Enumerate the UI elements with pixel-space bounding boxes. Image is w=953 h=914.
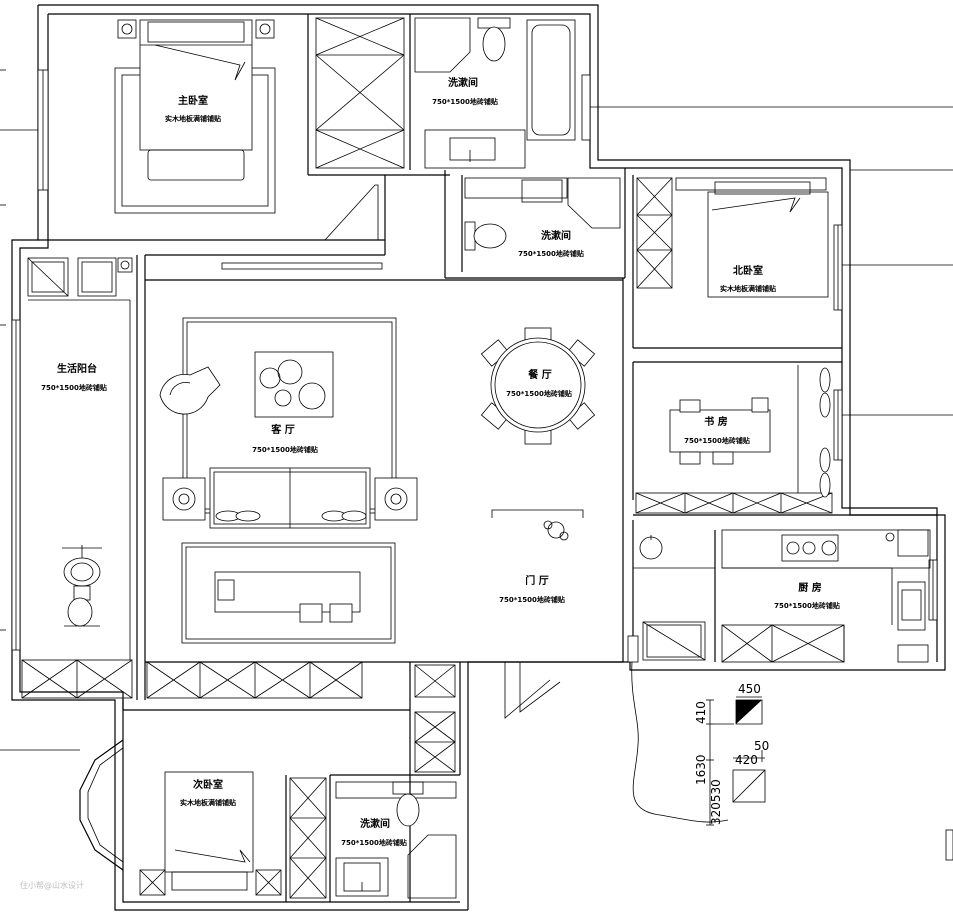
north-bedroom-furniture xyxy=(636,177,829,298)
top-bathroom-fixtures xyxy=(414,17,576,169)
north-bedroom-name: 北卧室 xyxy=(733,264,763,277)
bathroom-middle-name: 洗漱间 xyxy=(541,229,571,242)
room-labels: 主卧室 实木地板满铺铺贴 洗漱间 750*1500地砖铺贴 洗漱间 750*15… xyxy=(41,76,840,847)
bathroom-middle-note: 750*1500地砖铺贴 xyxy=(518,249,584,258)
bathroom-bottom-note: 750*1500地砖铺贴 xyxy=(341,838,407,847)
corner-symbol xyxy=(945,829,953,861)
entrance-name: 门 厅 xyxy=(525,574,548,587)
dim-450: 450 xyxy=(738,682,761,696)
dim-420: 420 xyxy=(735,753,758,767)
study-note: 750*1500地砖铺贴 xyxy=(684,436,750,445)
kitchen-fixtures xyxy=(721,529,931,663)
kitchen-note: 750*1500地砖铺贴 xyxy=(774,601,840,610)
dim-410: 410 xyxy=(694,701,708,724)
living-room-name: 客 厅 xyxy=(270,423,294,436)
master-bedroom-note: 实木地板满铺铺贴 xyxy=(165,114,221,123)
entrance-note: 750*1500地砖铺贴 xyxy=(499,595,565,604)
hallway-cabinet xyxy=(324,184,379,241)
side-cabinet-stack xyxy=(414,664,456,773)
study-furniture xyxy=(635,365,833,514)
north-bedroom-note: 实木地板满铺铺贴 xyxy=(720,284,776,293)
leader-lines xyxy=(0,69,953,751)
balcony-note: 750*1500地砖铺贴 xyxy=(41,383,107,392)
living-cabinets xyxy=(146,661,363,699)
study-name: 书 房 xyxy=(704,415,727,428)
balcony-furniture xyxy=(21,257,133,699)
kitchen-name: 厨 房 xyxy=(798,581,821,594)
middle-bathroom-fixtures xyxy=(464,177,621,251)
dim-50: 50 xyxy=(754,739,769,753)
dining-table xyxy=(480,327,596,445)
dim-1630: 1630 xyxy=(694,754,708,785)
master-closet xyxy=(315,17,405,169)
bottom-bathroom-fixtures xyxy=(335,781,457,899)
balcony-name: 生活阳台 xyxy=(57,362,97,375)
second-bedroom-furniture xyxy=(139,771,327,899)
detail-dimension-labels: 450 410 50 420 1630 320530 xyxy=(694,682,769,825)
tile-detail xyxy=(631,661,766,826)
exercise-bike xyxy=(62,545,102,627)
living-room-note: 750*1500地砖铺贴 xyxy=(252,445,318,454)
entrance-fixtures xyxy=(491,509,584,719)
dining-room-note: 750*1500地砖铺贴 xyxy=(506,389,572,398)
dining-room-name: 餐 厅 xyxy=(527,368,551,381)
utility-fixtures xyxy=(627,535,715,663)
watermark: 住小帮@山水设计 xyxy=(20,880,84,890)
dim-320530: 320530 xyxy=(709,779,723,825)
master-bedroom-furniture xyxy=(114,19,276,214)
master-bedroom-name: 主卧室 xyxy=(178,94,208,107)
windows xyxy=(11,69,938,871)
bathroom-bottom-name: 洗漱间 xyxy=(360,817,390,830)
interior-walls xyxy=(38,14,937,902)
second-bedroom-name: 次卧室 xyxy=(193,778,223,791)
living-room-furniture xyxy=(159,262,418,644)
bathroom-top-note: 750*1500地砖铺贴 xyxy=(432,97,498,106)
second-bedroom-note: 实木地板满铺铺贴 xyxy=(180,798,236,807)
bathroom-top-name: 洗漱间 xyxy=(448,76,478,89)
